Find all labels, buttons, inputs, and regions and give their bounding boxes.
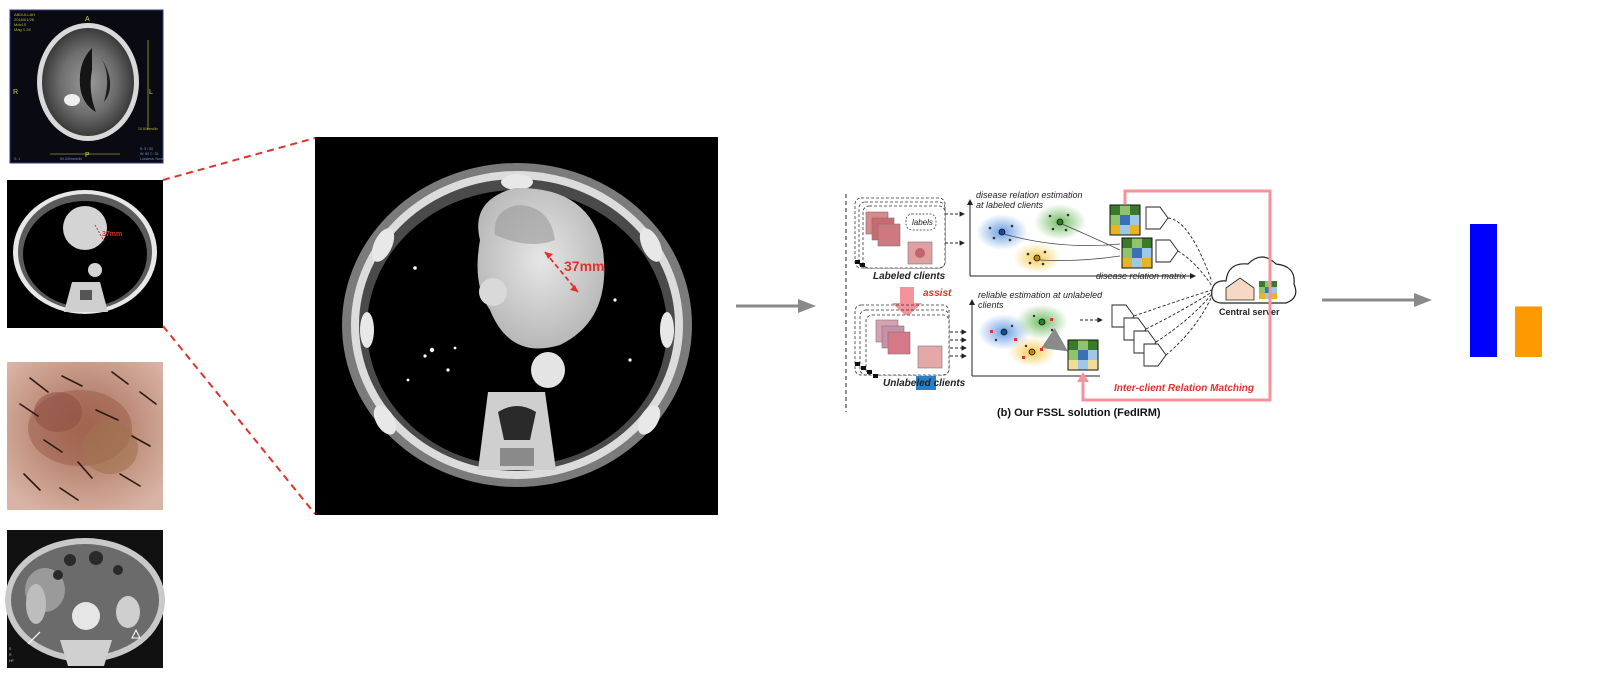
unlabeled-matrix	[1067, 339, 1099, 371]
lock-icons-top	[855, 260, 865, 267]
fedirm-diagram: labels Labeled clients assist Unlabeled …	[845, 189, 1297, 419]
ct-brain-thumbnail: ABDULLAH 2016/01/26 Mdx1S Mag 1.26 A R L…	[9, 9, 164, 164]
client-output-arrows	[945, 211, 967, 359]
brain-corner-text-4: Mag 1.26	[14, 27, 31, 32]
unlabeled-client-stack	[854, 304, 950, 390]
inter-client-label: Inter-client Relation Matching	[1114, 383, 1254, 394]
brain-corner-text-2: 2016/01/26	[14, 17, 35, 22]
reliable-estimation-line2: clients	[978, 300, 1004, 310]
labeled-matrix-bottom	[1121, 237, 1153, 269]
labeled-clients-label: Labeled clients	[873, 271, 946, 282]
brain-marker-a: A	[85, 16, 90, 23]
central-server-cloud	[1211, 256, 1297, 304]
inter-client-loop	[1081, 189, 1272, 402]
rib-marks	[360, 174, 674, 435]
ct-chest-large: 37mm	[315, 137, 718, 515]
thumb-measure-label: 37mm	[102, 231, 122, 238]
unlabeled-clients-label: Unlabeled clients	[883, 378, 966, 389]
output-bars	[1470, 224, 1542, 357]
labels-tag: labels	[912, 218, 933, 227]
labeled-matrix-top	[1109, 204, 1141, 236]
brain-overlay-text: ABDULLAH 2016/01/26 Mdx1S Mag 1.26 A R L…	[13, 12, 164, 161]
arrow-to-bars	[1322, 293, 1432, 307]
abdomen-text-2: R	[9, 653, 12, 657]
disease-relation-estimation-line1: disease relation estimation	[976, 190, 1083, 200]
disease-relation-matrix-label: disease relation matrix	[1096, 271, 1187, 281]
server-links	[1133, 217, 1213, 356]
output-bar-1	[1470, 224, 1497, 357]
ct-chest-thumbnail: 37mm	[7, 180, 163, 328]
relation-curves	[1003, 223, 1121, 261]
zoom-measure-line	[544, 251, 579, 293]
assist-label: assist	[923, 288, 952, 299]
brain-marker-p: P	[85, 152, 90, 159]
ct-abdomen-thumbnail: S R HP	[5, 530, 165, 668]
central-server-label: Central server	[1219, 307, 1280, 317]
output-bar-2	[1515, 306, 1542, 357]
brain-corner-text-1: ABDULLAH	[14, 12, 35, 17]
zoom-line-bottom	[162, 325, 316, 515]
zoom-line-top	[162, 137, 316, 181]
brain-corner-text-3: Mdx1S	[14, 22, 27, 27]
labeled-client-stack: labels	[854, 197, 946, 269]
brain-bottom-left: S: 1	[14, 157, 20, 161]
abdomen-text-3: HP	[9, 659, 15, 663]
arrow-to-diagram	[736, 299, 816, 313]
brain-marker-l: L	[149, 89, 153, 96]
brain-bottom-right-1: B: 5 / 50	[140, 147, 153, 151]
assist-arrow	[892, 287, 922, 317]
nn-icons-unlabeled	[1111, 304, 1167, 367]
zoom-measure-label: 37mm	[564, 258, 604, 274]
brain-bottom-right-2: W: 80 C: 35	[140, 152, 158, 156]
nn-icons-labeled	[1145, 206, 1179, 263]
brain-bottom-right-3: Lossless: None	[140, 157, 164, 161]
reliable-estimation-line1: reliable estimation at unlabeled	[978, 290, 1103, 300]
hair-strokes	[19, 371, 157, 501]
dermoscopy-thumbnail	[7, 362, 163, 510]
lock-icons-bottom	[855, 362, 878, 378]
brain-bottom-mid: 50.000mm/div	[60, 157, 82, 161]
disease-relation-estimation-line2: at labeled clients	[976, 200, 1044, 210]
brain-marker-r: R	[13, 89, 18, 96]
diagram-caption: (b) Our FSSL solution (FedIRM)	[997, 407, 1161, 419]
abdomen-text-1: S	[9, 647, 12, 651]
